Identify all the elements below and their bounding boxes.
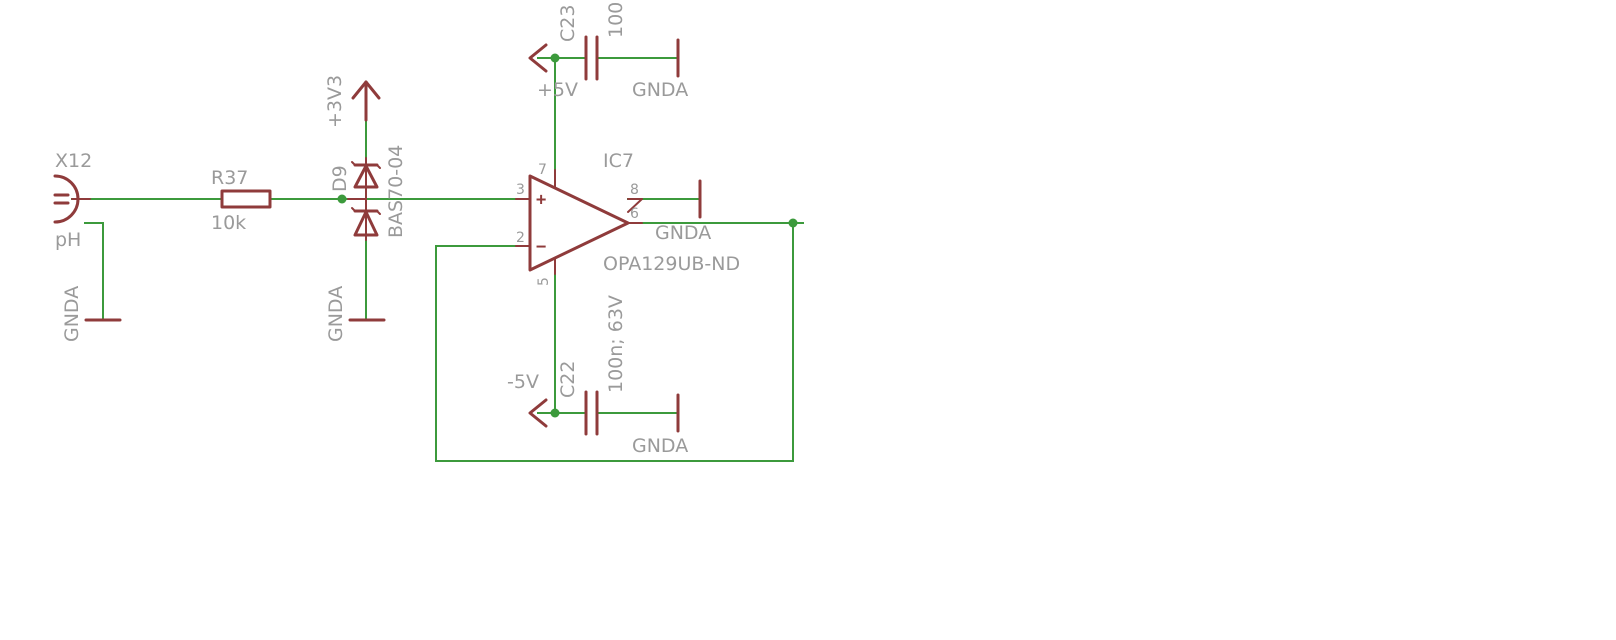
ground-label-opamp: GNDA [655, 222, 711, 244]
capacitor-c23-value: 100n [605, 0, 627, 38]
resistor-name: R37 [211, 167, 248, 189]
wires [71, 57, 804, 462]
opamp-minus-sign: − [536, 237, 546, 257]
supply-label-5v-minus: -5V [507, 371, 539, 393]
junction-d9 [337, 194, 347, 204]
connector-name: X12 [55, 150, 92, 172]
opamp-pin-6: 6 [630, 206, 639, 222]
ground-label-c23: GNDA [632, 79, 688, 101]
capacitor-c22-name: C22 [557, 361, 579, 398]
connector-value: pH [55, 229, 81, 251]
wire-feedback [435, 222, 794, 462]
supply-label-3v3: +3V3 [324, 75, 346, 128]
opamp-ic7-symbol [515, 169, 643, 275]
junction-vminus [550, 408, 560, 418]
ground-label-c22: GNDA [632, 435, 688, 457]
opamp-pin-2: 2 [516, 230, 525, 246]
opamp-pin-7: 7 [538, 162, 547, 178]
opamp-pin-8: 8 [630, 182, 639, 198]
supply-label-5v-plus: +5V [537, 79, 578, 101]
resistor-value: 10k [211, 212, 246, 234]
diode-value: BAS70-04 [385, 145, 407, 238]
ground-label-x12: GNDA [61, 286, 83, 342]
resistor-r37-body [220, 189, 272, 209]
diode-name: D9 [329, 165, 351, 192]
opamp-value: OPA129UB-ND [603, 253, 740, 275]
supply-arrow-5v-plus [528, 43, 548, 73]
diode-d9-symbol [347, 157, 381, 241]
opamp-name: IC7 [603, 150, 634, 172]
supply-arrow-5v-minus [528, 398, 548, 428]
opamp-pin-5: 5 [536, 277, 552, 286]
capacitor-c22-symbol [584, 390, 599, 436]
junction-output [788, 218, 798, 228]
wire-x12-gnd [84, 222, 104, 319]
connector-x12-symbol [53, 174, 91, 224]
junction-vplus [550, 53, 560, 63]
supply-arrow-3v3 [351, 80, 381, 122]
capacitor-c22-value: 100n; 63V [605, 295, 627, 393]
capacitor-c23-name: C23 [557, 5, 579, 42]
ground-label-d9: GNDA [325, 286, 347, 342]
opamp-plus-sign: + [536, 190, 546, 210]
opamp-pin-3: 3 [516, 182, 525, 198]
capacitor-c23-symbol [584, 35, 599, 81]
